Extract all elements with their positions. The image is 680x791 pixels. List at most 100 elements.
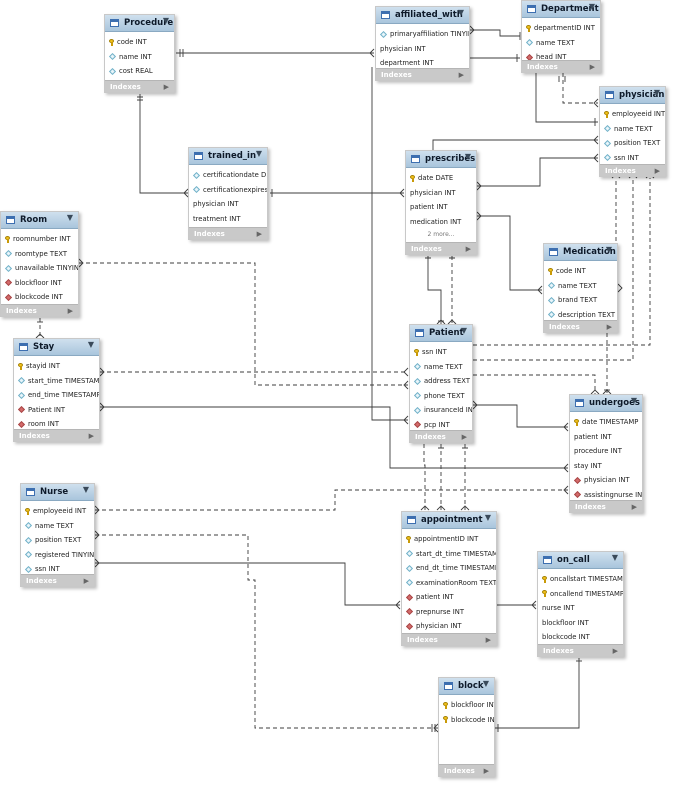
- column-row: blockfloor INT: [1, 276, 78, 291]
- expand-arrow-icon[interactable]: ▶: [483, 767, 489, 775]
- column-row: department INT: [376, 56, 469, 71]
- expand-arrow-icon[interactable]: ▶: [465, 245, 471, 253]
- expand-arrow-icon[interactable]: ▶: [256, 230, 262, 238]
- primary-key-icon: [410, 174, 415, 182]
- expand-arrow-icon[interactable]: ▶: [485, 636, 491, 644]
- collapse-arrow-icon[interactable]: ▼: [605, 245, 612, 254]
- column-label: patient INT: [410, 203, 448, 212]
- procedure-table[interactable]: Procedure▼ code INT name INT cost REAL I…: [104, 14, 175, 93]
- indexes-bar[interactable]: Indexes ▶: [570, 500, 642, 512]
- indexes-bar[interactable]: Indexes▶: [189, 227, 267, 239]
- indexes-bar[interactable]: Indexes▶: [402, 633, 496, 645]
- block-table[interactable]: block▼ blockfloor INT blockcode INT Inde…: [438, 677, 495, 777]
- column-label: physician INT: [410, 188, 456, 197]
- trained-in-table[interactable]: trained_in▼ certificationdate D... certi…: [188, 147, 268, 240]
- indexes-label: Indexes: [527, 63, 558, 71]
- column-row: physician INT: [570, 473, 642, 488]
- procedure-table-header[interactable]: Procedure▼: [105, 15, 174, 32]
- patient-table[interactable]: Patient▼ ssn INT name TEXT address TEXT …: [409, 324, 473, 443]
- medication-table[interactable]: Medication▼ code INT name TEXT brand TEX…: [543, 243, 618, 333]
- expand-arrow-icon[interactable]: ▶: [606, 323, 612, 331]
- column-label: end_dt_time TIMESTAMP: [416, 564, 496, 573]
- indexes-bar[interactable]: Indexes ▶: [522, 60, 600, 72]
- department-table[interactable]: Department▼ departmentID INT name TEXT h…: [521, 0, 601, 73]
- collapse-arrow-icon[interactable]: ▼: [87, 340, 94, 349]
- physician-table-header[interactable]: physician▼: [600, 87, 665, 104]
- collapse-arrow-icon[interactable]: ▼: [482, 679, 489, 688]
- expand-arrow-icon[interactable]: ▶: [163, 83, 169, 91]
- expand-arrow-icon[interactable]: ▶: [654, 167, 660, 175]
- patient-table-header[interactable]: Patient▼: [410, 325, 472, 342]
- expand-arrow-icon[interactable]: ▶: [67, 307, 73, 315]
- table-name: physician: [619, 90, 665, 100]
- collapse-arrow-icon[interactable]: ▼: [611, 553, 618, 562]
- collapse-arrow-icon[interactable]: ▼: [653, 88, 660, 97]
- column-label: brand TEXT: [558, 296, 598, 305]
- expand-arrow-icon[interactable]: ▶: [612, 647, 618, 655]
- block-table-header[interactable]: block▼: [439, 678, 494, 695]
- indexes-bar[interactable]: Indexes▶: [406, 242, 476, 254]
- column-label: procedure INT: [574, 447, 622, 456]
- expand-arrow-icon[interactable]: ▶: [83, 577, 89, 585]
- indexes-bar[interactable]: Indexes▶: [538, 644, 623, 656]
- nurse-table[interactable]: Nurse▼ employeeid INT name TEXT position…: [20, 483, 95, 587]
- expand-arrow-icon[interactable]: ▶: [461, 433, 467, 441]
- medication-table-header[interactable]: Medication▼: [544, 244, 617, 261]
- room-table[interactable]: Room▼ roomnumber INT roomtype TEXT unava…: [0, 211, 79, 317]
- column-row: insuranceId INT: [410, 403, 472, 418]
- physician-table[interactable]: physician▼ employeeid INT name TEXT posi…: [599, 86, 666, 177]
- collapse-arrow-icon[interactable]: ▼: [82, 485, 89, 494]
- table-name: Patient: [429, 328, 464, 338]
- column-diamond-icon: [405, 564, 414, 572]
- stay-table-header[interactable]: Stay▼: [14, 339, 99, 356]
- trained-in-table-header[interactable]: trained_in▼: [189, 148, 267, 165]
- appointment-table[interactable]: appointment▼ appointmentID INT start_dt_…: [401, 511, 497, 646]
- column-label: name TEXT: [424, 362, 463, 371]
- on-call-table-header[interactable]: on_call▼: [538, 552, 623, 569]
- foreign-key-icon: [405, 622, 414, 630]
- expand-arrow-icon[interactable]: ▶: [589, 63, 595, 71]
- indexes-bar[interactable]: Indexes▶: [544, 320, 617, 332]
- collapse-arrow-icon[interactable]: ▼: [457, 8, 464, 17]
- department-table-header[interactable]: Department▼: [522, 1, 600, 18]
- indexes-bar[interactable]: Indexes▶: [410, 430, 472, 442]
- collapse-arrow-icon[interactable]: ▼: [484, 513, 491, 522]
- collapse-arrow-icon[interactable]: ▼: [588, 2, 595, 11]
- table-name: trained_in: [208, 151, 257, 161]
- room-table-header[interactable]: Room▼: [1, 212, 78, 229]
- expand-arrow-icon[interactable]: ▶: [631, 503, 637, 511]
- collapse-arrow-icon[interactable]: ▼: [255, 149, 262, 158]
- column-diamond-icon: [108, 67, 117, 75]
- stay-table[interactable]: Stay▼ stayid INT start_time TIMESTAMP en…: [13, 338, 100, 442]
- affiliated-with-table[interactable]: affiliated_with▼ primaryaffiliation TINY…: [375, 6, 470, 81]
- undergoes-table[interactable]: undergoes▼ date TIMESTAMP patient INT pr…: [569, 394, 643, 513]
- undergoes-table-header[interactable]: undergoes▼: [570, 395, 642, 412]
- collapse-arrow-icon[interactable]: ▼: [464, 152, 471, 161]
- collapse-arrow-icon[interactable]: ▼: [66, 213, 73, 222]
- collapse-arrow-icon[interactable]: ▼: [460, 326, 467, 335]
- appointment-table-header[interactable]: appointment▼: [402, 512, 496, 529]
- column-label: insuranceId INT: [424, 406, 472, 415]
- expand-arrow-icon[interactable]: ▶: [458, 71, 464, 79]
- affiliated-with-table-header[interactable]: affiliated_with▼: [376, 7, 469, 24]
- on-call-table[interactable]: on_call▼ oncallstart TIMESTAMP oncallend…: [537, 551, 624, 657]
- nurse-table-header[interactable]: Nurse▼: [21, 484, 94, 501]
- prescribes-table[interactable]: prescribes▼ date DATE physician INT pati…: [405, 150, 477, 255]
- indexes-bar[interactable]: Indexes▶: [376, 68, 469, 80]
- indexes-bar[interactable]: Indexes▶: [105, 80, 174, 92]
- indexes-bar[interactable]: Indexes▶: [14, 429, 99, 441]
- column-label: employeeid INT: [612, 110, 665, 119]
- column-row: blockcode INT: [538, 630, 623, 645]
- indexes-bar[interactable]: Indexes▶: [439, 764, 494, 776]
- more-columns-link[interactable]: 2 more...: [427, 231, 455, 238]
- indexes-bar[interactable]: Indexes▶: [600, 164, 665, 176]
- indexes-bar[interactable]: Indexes▶: [21, 574, 94, 586]
- prescribes-table-header[interactable]: prescribes▼: [406, 151, 476, 168]
- collapse-arrow-icon[interactable]: ▼: [162, 16, 169, 25]
- column-row: position TEXT: [600, 136, 665, 151]
- column-diamond-icon: [525, 39, 534, 47]
- collapse-arrow-icon[interactable]: ▼: [630, 396, 637, 405]
- indexes-bar[interactable]: Indexes▶: [1, 304, 78, 316]
- indexes-label: Indexes: [575, 503, 606, 511]
- expand-arrow-icon[interactable]: ▶: [88, 432, 94, 440]
